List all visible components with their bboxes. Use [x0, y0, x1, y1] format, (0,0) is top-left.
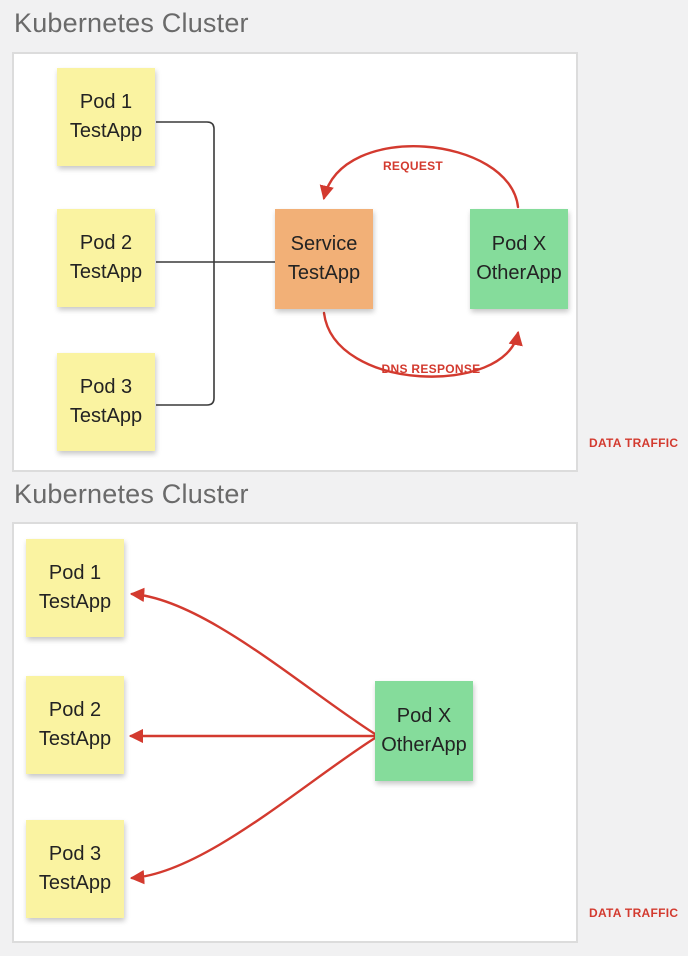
node-pod3-testapp: Pod 3 TestApp	[57, 353, 155, 451]
node-line2: TestApp	[38, 728, 112, 750]
node-pod2-testapp: Pod 2 TestApp	[57, 209, 155, 307]
diagram-arrows-layer-bottom	[128, 587, 377, 885]
cluster-panel-top: Pod 1 TestApp Pod 2 TestApp Pod 3 TestAp…	[12, 52, 578, 472]
node-line2: TestApp	[38, 591, 112, 613]
traffic-arrow-podx-to-pod3	[129, 736, 377, 885]
cluster-panel-bottom: Pod 1 TestApp Pod 2 TestApp Pod 3 TestAp…	[12, 522, 578, 943]
node-line2: TestApp	[287, 262, 361, 284]
node-pod1-testapp: Pod 1 TestApp	[26, 539, 124, 637]
node-podx-otherapp: Pod X OtherApp	[375, 681, 473, 781]
node-line1: Pod X	[396, 705, 452, 727]
node-service-testapp: Service TestApp	[275, 209, 373, 309]
node-line1: Pod 3	[48, 843, 102, 865]
node-line1: Pod 2	[48, 699, 102, 721]
node-line1: Pod X	[491, 233, 547, 255]
node-podx-otherapp: Pod X OtherApp	[470, 209, 568, 309]
node-pod3-testapp: Pod 3 TestApp	[26, 820, 124, 918]
node-pod1-testapp: Pod 1 TestApp	[57, 68, 155, 166]
traffic-arrow-podx-to-pod1	[129, 587, 377, 736]
node-line1: Pod 2	[79, 232, 133, 254]
dns-response-label: DNS RESPONSE	[381, 362, 481, 376]
cluster-title-top: Kubernetes Cluster	[14, 8, 249, 38]
node-line1: Pod 3	[79, 376, 133, 398]
diagram-arrows-layer-top	[156, 121, 523, 406]
node-line2: OtherApp	[476, 262, 562, 284]
node-line1: Pod 1	[79, 91, 133, 113]
data-traffic-label-bottom: DATA TRAFFIC	[589, 906, 679, 920]
node-line1: Pod 1	[48, 562, 102, 584]
cluster-title-bottom: Kubernetes Cluster	[14, 479, 249, 509]
node-line2: OtherApp	[381, 734, 467, 756]
dns-response-arrow	[322, 311, 523, 378]
node-line2: TestApp	[69, 405, 143, 427]
node-pod2-testapp: Pod 2 TestApp	[26, 676, 124, 774]
node-line2: TestApp	[69, 261, 143, 283]
node-line2: TestApp	[69, 120, 143, 142]
pod-bracket-connector	[156, 121, 215, 406]
data-traffic-label-top: DATA TRAFFIC	[589, 436, 679, 450]
node-line1: Service	[290, 233, 358, 255]
request-arrow	[319, 145, 520, 209]
node-line2: TestApp	[38, 872, 112, 894]
request-label: REQUEST	[382, 159, 444, 173]
